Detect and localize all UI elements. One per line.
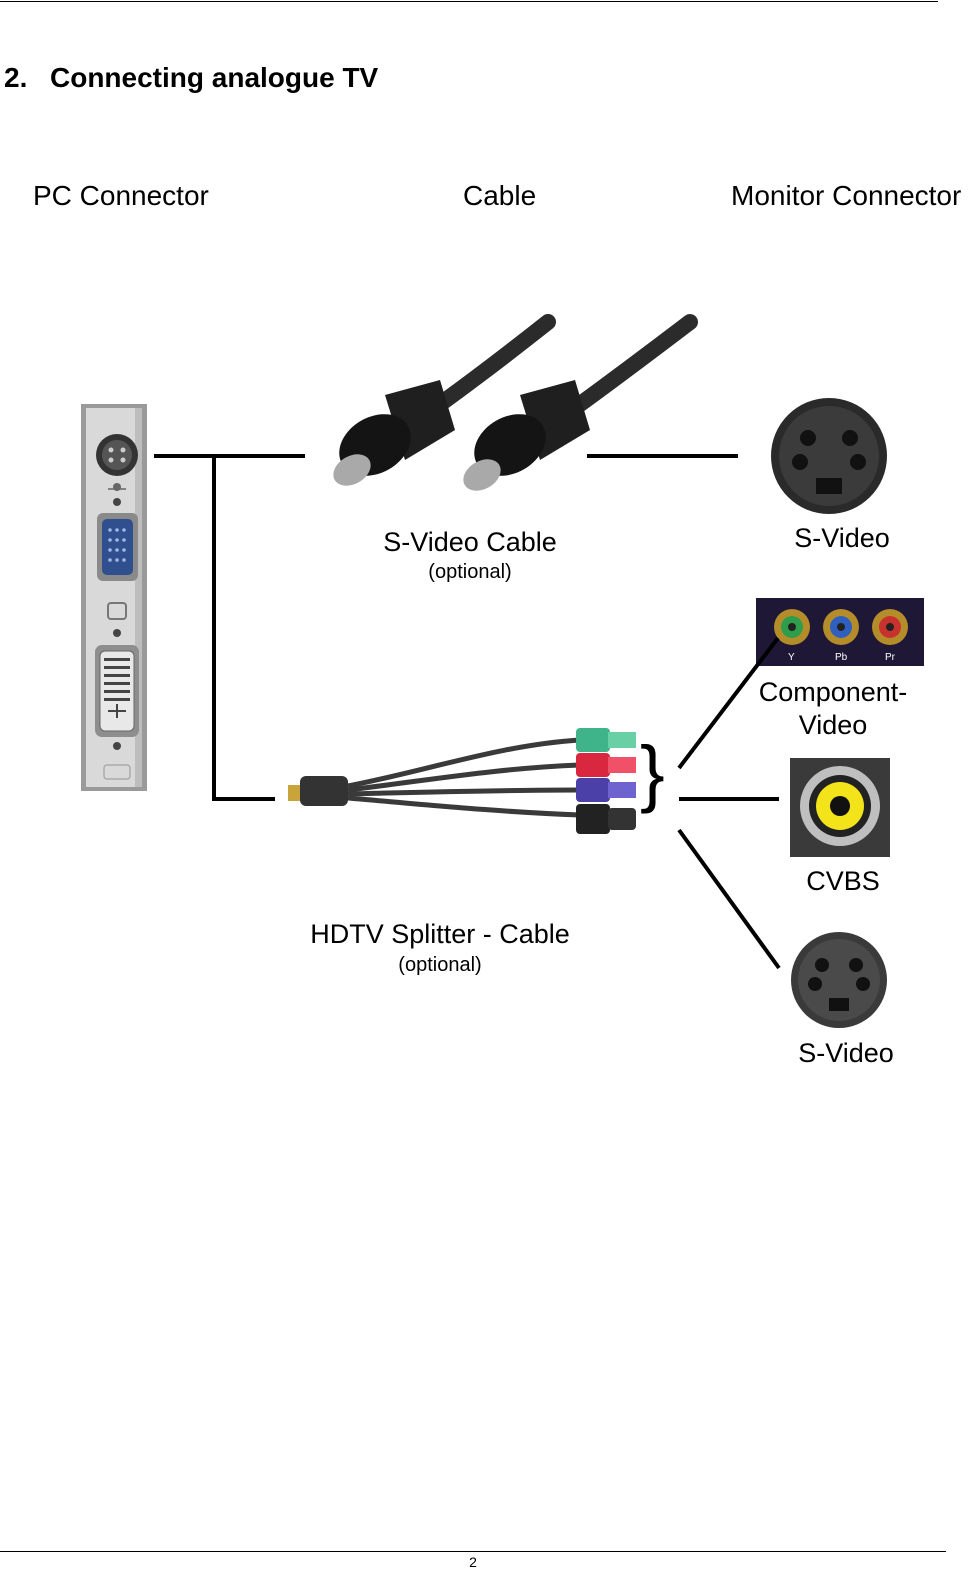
svideo-top-label: S-Video <box>794 523 890 553</box>
connection-lines <box>154 454 781 970</box>
column-header-monitor: Monitor Connector <box>731 180 962 211</box>
svideo-cable-label: S-Video Cable <box>383 527 557 557</box>
section-heading: 2. Connecting analogue TV <box>4 62 378 94</box>
jack-label-pb: Pb <box>835 652 848 663</box>
section-number: 2. <box>4 62 28 93</box>
column-header-cable: Cable <box>463 180 537 211</box>
page-number: 2 <box>469 1554 477 1570</box>
hdtv-splitter-image <box>288 728 636 834</box>
svideo-bottom-label: S-Video <box>798 1038 894 1068</box>
svideo-cable-image <box>333 314 698 491</box>
pc-bracket-image <box>81 404 147 791</box>
brace-mark: } <box>640 731 665 814</box>
cvbs-label: CVBS <box>806 866 880 896</box>
component-label-line2: Video <box>798 710 868 740</box>
jack-label-y: Y <box>788 652 795 663</box>
hdtv-cable-label: HDTV Splitter - Cable <box>310 919 570 949</box>
svideo-bottom-socket-image <box>791 932 887 1028</box>
svideo-top-socket-image <box>771 398 887 514</box>
column-header-pc: PC Connector <box>33 180 209 211</box>
bottom-rule <box>0 1551 946 1552</box>
component-video-image <box>756 598 924 666</box>
top-rule <box>0 1 938 2</box>
svideo-cable-note: (optional) <box>428 561 512 583</box>
jack-label-pr: Pr <box>885 652 896 663</box>
hdtv-cable-note: (optional) <box>398 954 482 976</box>
section-title: Connecting analogue TV <box>50 62 379 93</box>
cvbs-socket-image <box>790 758 890 857</box>
component-label-line1: Component- <box>758 677 908 707</box>
